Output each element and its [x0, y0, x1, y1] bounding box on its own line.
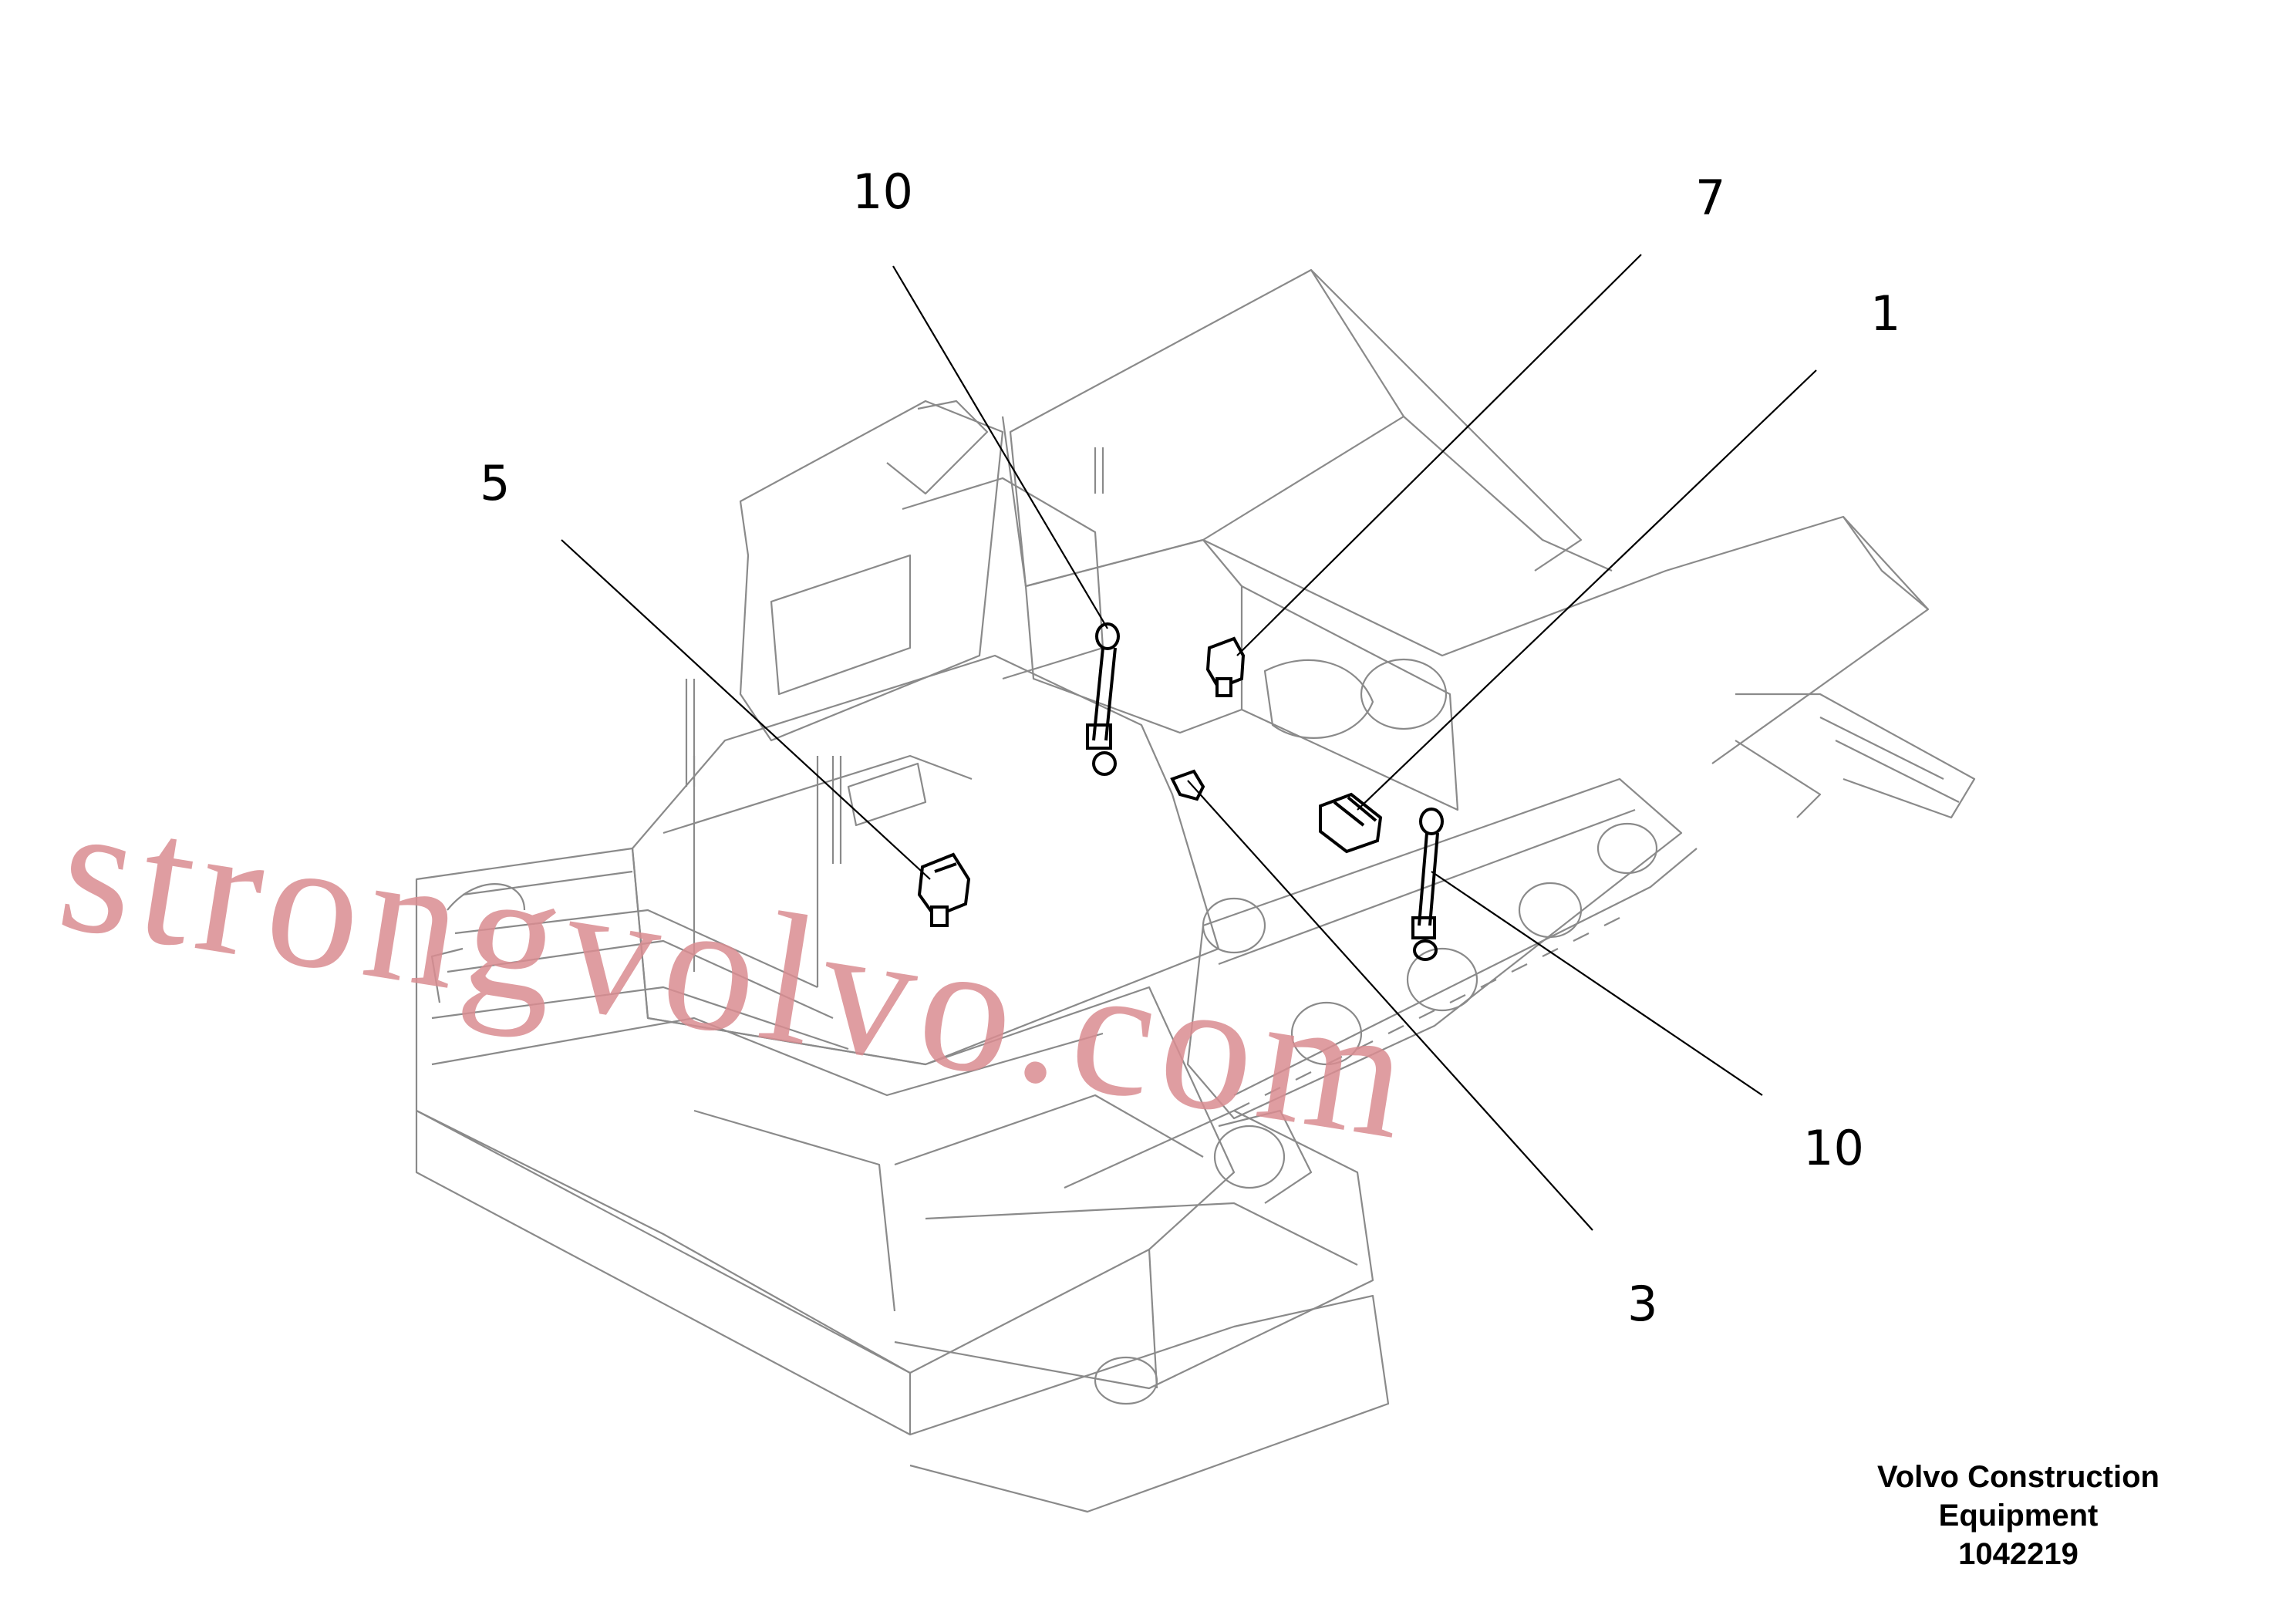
component-valve-7 — [1205, 636, 1246, 697]
component-valve-5 — [917, 852, 971, 927]
leader-line-1 — [1357, 369, 1817, 811]
callout-labels: 10 7 1 5 3 10 — [480, 164, 1900, 1332]
company-name-line1: Volvo Construction — [1877, 1460, 2159, 1494]
component-cylinder-right — [1411, 808, 1444, 961]
leader-line-3 — [1187, 780, 1593, 1231]
paver-outline — [415, 268, 1976, 1513]
company-name-line2: Equipment — [1938, 1499, 2099, 1533]
leader-lines — [561, 254, 1817, 1231]
leader-line-5 — [561, 539, 931, 880]
callout-5: 5 — [480, 455, 510, 511]
leader-line-10-bottom — [1431, 871, 1763, 1096]
callout-1: 1 — [1870, 285, 1900, 342]
part-number: 1042219 — [1958, 1537, 2079, 1571]
callout-10-top: 10 — [852, 164, 913, 220]
component-filter-1 — [1319, 792, 1383, 854]
leader-line-7 — [1236, 254, 1642, 656]
footer-caption: Volvo Construction Equipment 1042219 — [1833, 1458, 2203, 1573]
callout-3: 3 — [1627, 1276, 1657, 1332]
leader-line-10-top — [892, 265, 1108, 629]
callout-7: 7 — [1695, 170, 1725, 226]
callout-10-bottom: 10 — [1803, 1120, 1864, 1176]
watermark-text: strongvolvo.com — [48, 763, 1428, 1179]
component-cylinder-left — [1086, 622, 1120, 776]
component-sensor-3 — [1170, 769, 1205, 801]
